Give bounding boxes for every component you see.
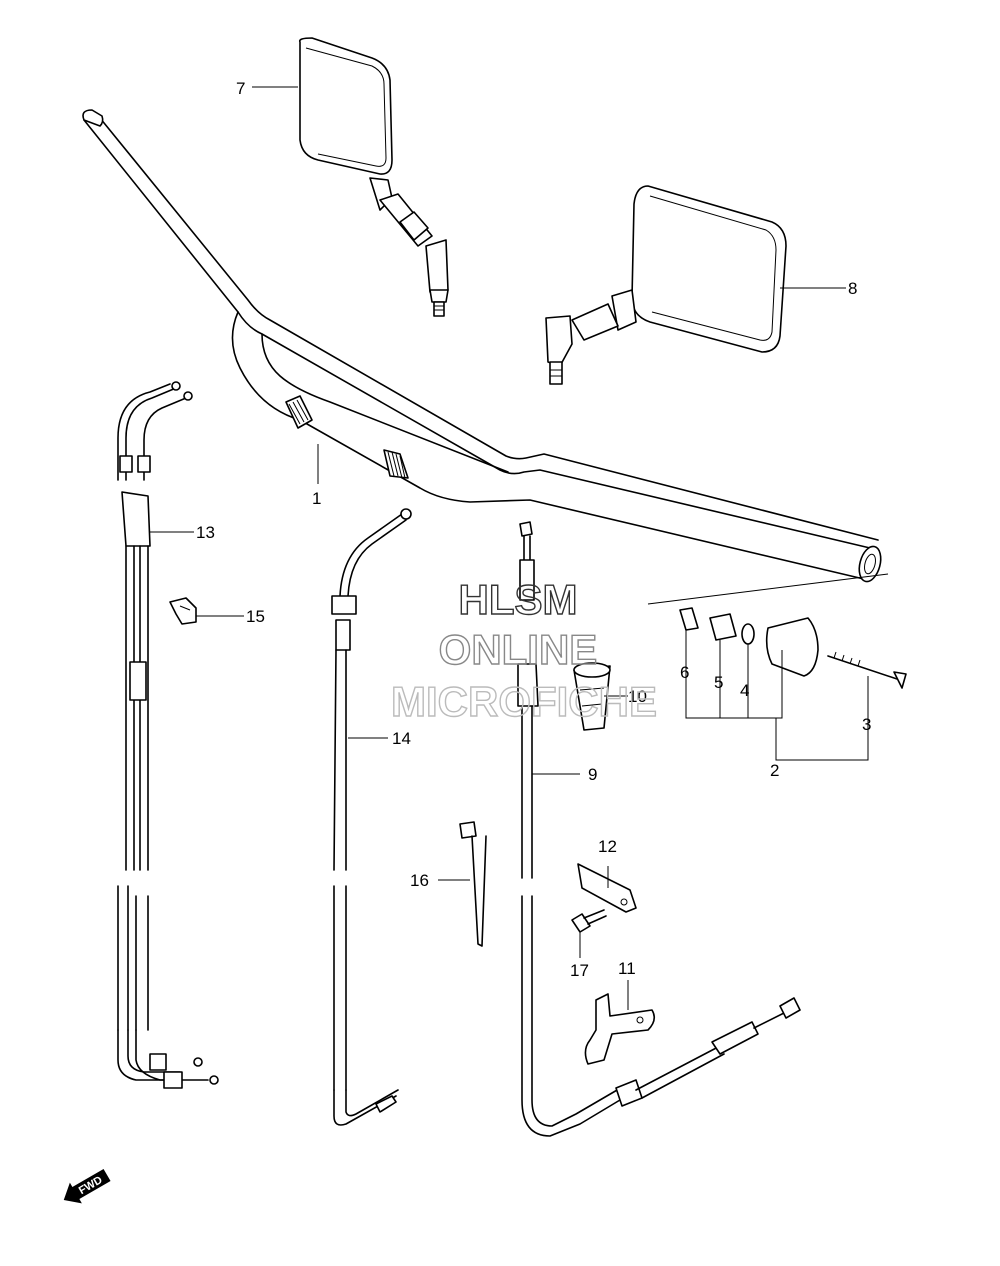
throttle-cable[interactable]: [117, 381, 219, 1089]
callout-17: 17: [570, 961, 589, 980]
watermark-line-2: ONLINE: [439, 626, 598, 673]
callout-14: 14: [392, 729, 411, 748]
choke-cable[interactable]: [331, 508, 412, 1126]
fwd-label: FWD: [77, 1174, 105, 1197]
callout-10: 10: [628, 687, 647, 706]
callout-4: 4: [740, 681, 749, 700]
callout-15: 15: [246, 607, 265, 626]
callout-16: 16: [410, 871, 429, 890]
callout-3: 3: [862, 715, 871, 734]
callout-13: 13: [196, 523, 215, 542]
callout-5: 5: [714, 673, 723, 692]
forward-direction-marker: FWD: [63, 1168, 111, 1204]
callout-6: 6: [680, 663, 689, 682]
callout-2: 2: [770, 761, 779, 780]
mirror-left[interactable]: [298, 37, 449, 317]
callout-8: 8: [848, 279, 857, 298]
callout-labels: 1 2 3 4 5 6 7 8 9 10 11 12 13 14 15 16 1…: [196, 79, 871, 980]
callout-11: 11: [618, 959, 636, 978]
handlebar[interactable]: [82, 109, 884, 584]
bracket-bolt[interactable]: [571, 909, 607, 933]
leader-lines: [150, 86, 889, 1010]
watermark-line-1: HLSM: [459, 576, 578, 623]
callout-1: 1: [312, 489, 321, 508]
holder-bracket[interactable]: [577, 863, 637, 913]
knurl-band-right: [383, 449, 409, 479]
cable-holder[interactable]: [584, 993, 656, 1065]
knurl-band-left: [285, 395, 313, 429]
callout-12: 12: [598, 837, 617, 856]
watermark-line-3: MICROFICHE: [391, 678, 657, 725]
watermark: HLSM ONLINE MICROFICHE: [390, 575, 657, 725]
cable-tie[interactable]: [459, 821, 487, 947]
forward-arrow-icon: [63, 1168, 111, 1204]
bar-end-weight-assembly[interactable]: [679, 607, 907, 689]
mirror-right[interactable]: [545, 185, 787, 385]
callout-9: 9: [588, 765, 597, 784]
cable-clamp[interactable]: [169, 597, 197, 625]
callout-7: 7: [236, 79, 245, 98]
throttle-grip[interactable]: [573, 662, 611, 731]
clutch-cable[interactable]: [517, 521, 801, 1137]
